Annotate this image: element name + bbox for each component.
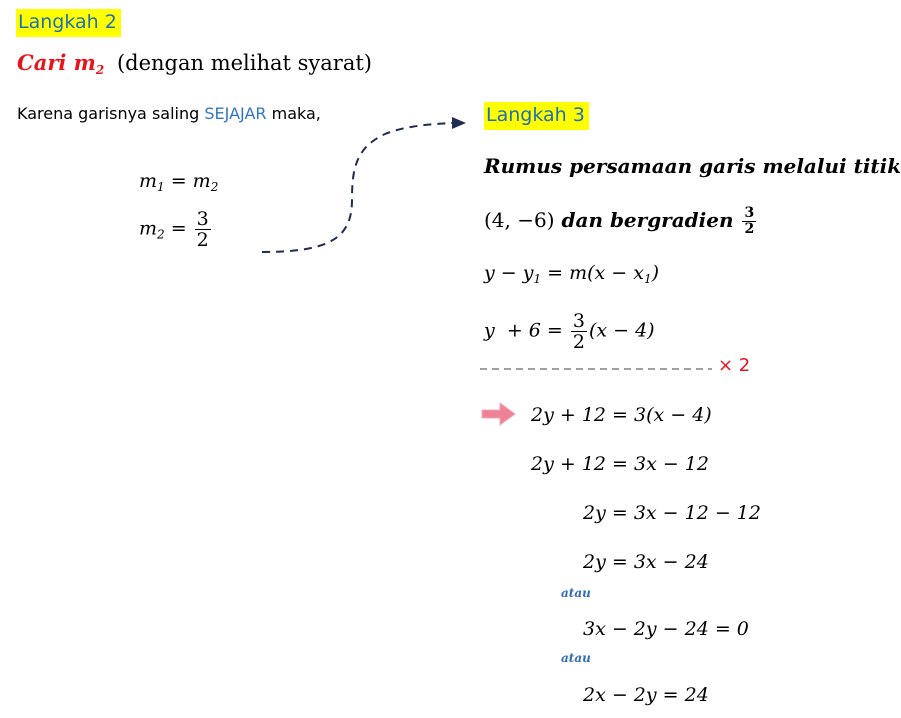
step-line-4: 2y = 3x − 24 bbox=[583, 551, 709, 573]
rule-point: (4, −6) bbox=[484, 208, 555, 232]
or-label-1: atau bbox=[561, 586, 591, 600]
step2-find-title: Cari m2 (dengan melihat syarat) bbox=[17, 50, 372, 77]
find-note: (dengan melihat syarat) bbox=[116, 51, 372, 75]
step-line-3: 2y = 3x − 12 − 12 bbox=[583, 502, 761, 524]
or-label-2: atau bbox=[561, 651, 591, 665]
reason-text: Karena garisnya saling SEJAJAR maka, bbox=[17, 104, 321, 123]
step-line-2: 2y + 12 = 3x − 12 bbox=[531, 453, 709, 475]
step-line-1: 2y + 12 = 3(x − 4) bbox=[531, 404, 712, 426]
rule-line-1: Rumus persamaan garis melalui titik bbox=[484, 154, 901, 178]
line-equation-formula: y − y1 = m(x − x1) bbox=[484, 262, 660, 286]
rule-mid: dan bergradien bbox=[554, 208, 741, 232]
step3-heading: Langkah 3 bbox=[484, 102, 589, 130]
pink-arrow-icon bbox=[481, 402, 516, 426]
gradient-equality: m1 = m2 bbox=[139, 170, 219, 194]
multiplier-label: × 2 bbox=[718, 355, 751, 376]
step2-heading: Langkah 2 bbox=[16, 9, 121, 37]
step-line-5: 3x − 2y − 24 = 0 bbox=[583, 618, 749, 640]
step-line-6: 2x − 2y = 24 bbox=[583, 684, 709, 706]
dashed-curved-arrow-icon bbox=[261, 117, 466, 253]
find-label: Cari m2 bbox=[17, 50, 105, 77]
keyword-sejajar: SEJAJAR bbox=[204, 104, 267, 123]
